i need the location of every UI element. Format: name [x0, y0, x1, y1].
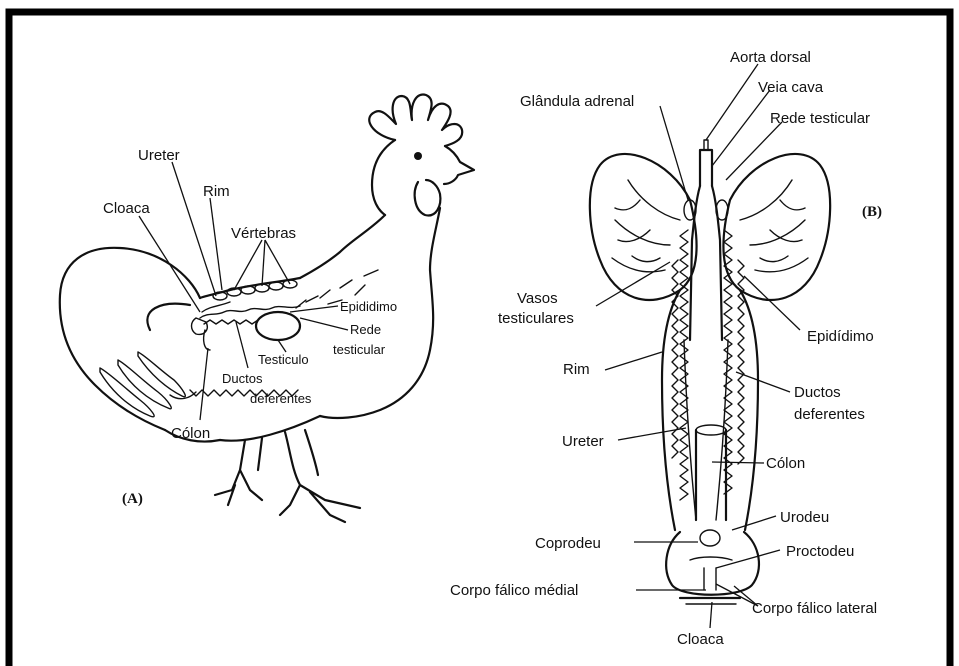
label-a-rim: Rim	[203, 183, 230, 200]
label-a-epididimo: Epididimo	[340, 299, 397, 314]
label-b-veia-cava: Veia cava	[758, 79, 824, 96]
label-b-testiculares: testiculares	[498, 310, 574, 327]
rooster-eye	[414, 152, 422, 160]
label-b-cloaca: Cloaca	[677, 631, 724, 648]
label-a-cloaca: Cloaca	[103, 200, 150, 217]
label-a-testiculo: Testiculo	[258, 352, 309, 367]
label-b-rim: Rim	[563, 361, 590, 378]
label-b-proctodeu: Proctodeu	[786, 543, 854, 560]
label-b-epididimo: Epidídimo	[807, 328, 874, 345]
label-a-colon: Cólon	[171, 425, 210, 442]
label-b-coprodeu: Coprodeu	[535, 535, 601, 552]
label-b-rede-testicular: Rede testicular	[770, 110, 870, 127]
label-b-vasos: Vasos	[517, 290, 558, 307]
panel-b-label: (B)	[862, 204, 882, 220]
label-a-rede: Rede	[350, 322, 381, 337]
label-b-ductos: Ductos	[794, 384, 841, 401]
label-b-aorta-dorsal: Aorta dorsal	[730, 49, 811, 66]
label-b-urodeu: Urodeu	[780, 509, 829, 526]
label-a-ductos: Ductos	[222, 371, 263, 386]
label-a-deferentes: deferentes	[250, 391, 312, 406]
label-a-testicular: testicular	[333, 342, 386, 357]
label-b-deferentes: deferentes	[794, 406, 865, 423]
panel-a-label: (A)	[122, 491, 143, 507]
label-b-corpo-falico-lateral: Corpo fálico lateral	[752, 600, 877, 617]
label-b-colon: Cólon	[766, 455, 805, 472]
label-b-glandula-adrenal: Glândula adrenal	[520, 93, 634, 110]
label-b-corpo-falico-medial: Corpo fálico médial	[450, 582, 578, 599]
testis-a	[256, 312, 300, 340]
label-b-ureter: Ureter	[562, 433, 604, 450]
label-a-vertebras: Vértebras	[231, 225, 296, 242]
label-a-ureter: Ureter	[138, 147, 180, 164]
